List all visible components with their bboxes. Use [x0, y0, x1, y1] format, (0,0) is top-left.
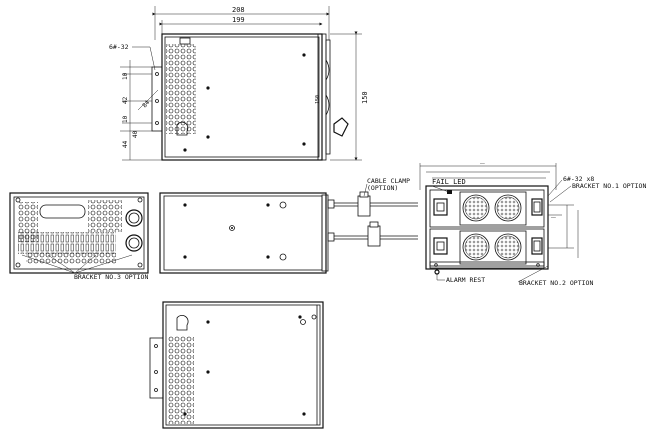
callout-screw-rear: 6#-32 x8 [563, 175, 594, 183]
front-slot-grid [18, 232, 116, 254]
callout-fail-led: FAIL LED [432, 178, 466, 186]
side-view [159, 192, 335, 274]
callout-bracket-1: BRACKET NO.1 OPTION [572, 182, 646, 190]
callout-screw-top: 6#-32 [109, 43, 129, 51]
callout-cable-clamp-1: CABLE CLAMP [367, 177, 410, 185]
top-view: 208 199 150 150 [109, 6, 369, 161]
callout-bracket-3: BRACKET NO.3 OPTION [74, 273, 148, 281]
svg-text:――: ―― [480, 161, 485, 166]
dim-inner-150: 150 [315, 95, 321, 104]
dim-side-44: 44 [122, 140, 129, 148]
dim-side-10a: 10 [122, 72, 129, 80]
dim-208: 208 [232, 6, 245, 14]
bottom-view [149, 301, 324, 429]
dim-150: 150 [361, 91, 369, 104]
dim-199: 199 [232, 16, 245, 24]
dim-side-42: 42 [122, 96, 129, 104]
bottom-vent-grid [168, 336, 194, 424]
dim-diag-84: 84 [141, 99, 151, 109]
svg-text:──: ── [550, 215, 556, 220]
callout-alarm-rest: ALARM REST [446, 276, 485, 284]
rear-view: ―― FAIL LED [419, 161, 646, 287]
top-vent-grid [166, 44, 196, 134]
cable-clamp: CABLE CLAMP (OPTION) [334, 177, 418, 247]
front-view: BRACKET NO.3 OPTION [9, 192, 149, 281]
callout-cable-clamp-2: (OPTION) [367, 184, 398, 192]
dim-side-40: 40 [132, 130, 139, 138]
dim-side-10b: 10 [122, 115, 129, 123]
callout-bracket-2: BRACKET NO.2 OPTION [519, 279, 593, 287]
